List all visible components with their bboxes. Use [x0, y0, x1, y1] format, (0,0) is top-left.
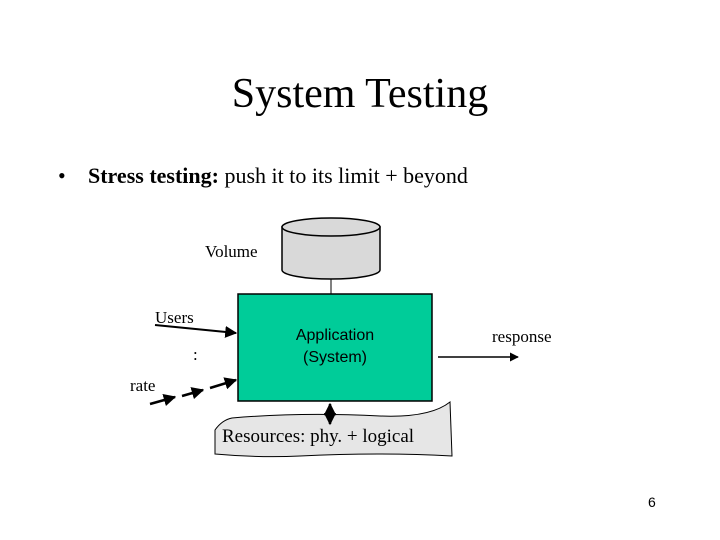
users-label: Users	[155, 308, 194, 327]
resources-shape	[214, 400, 453, 458]
resources-label: Resources: phy. + logical	[222, 426, 415, 447]
bullet-dot: •	[58, 163, 66, 188]
slide-title: System Testing	[231, 71, 489, 117]
page-number: 6	[648, 494, 656, 510]
bullet-stress-testing: • Stress testing: push it to its limit + …	[58, 161, 468, 191]
rate-arrows	[149, 377, 238, 407]
ellipsis-label: :	[193, 345, 198, 364]
bullet-text: push it to its limit + beyond	[218, 163, 468, 188]
users-arrow	[154, 324, 238, 338]
bullet-lead: Stress testing:	[88, 163, 219, 188]
application-label: Application (System)	[238, 325, 432, 369]
application-line-1: Application	[295, 327, 375, 344]
response-label: response	[492, 327, 552, 346]
rate-label: rate	[130, 376, 156, 395]
volume-label: Volume	[205, 242, 258, 261]
application-box	[237, 293, 433, 402]
application-line-2: (System)	[303, 349, 367, 366]
volume-database-icon	[281, 217, 381, 280]
